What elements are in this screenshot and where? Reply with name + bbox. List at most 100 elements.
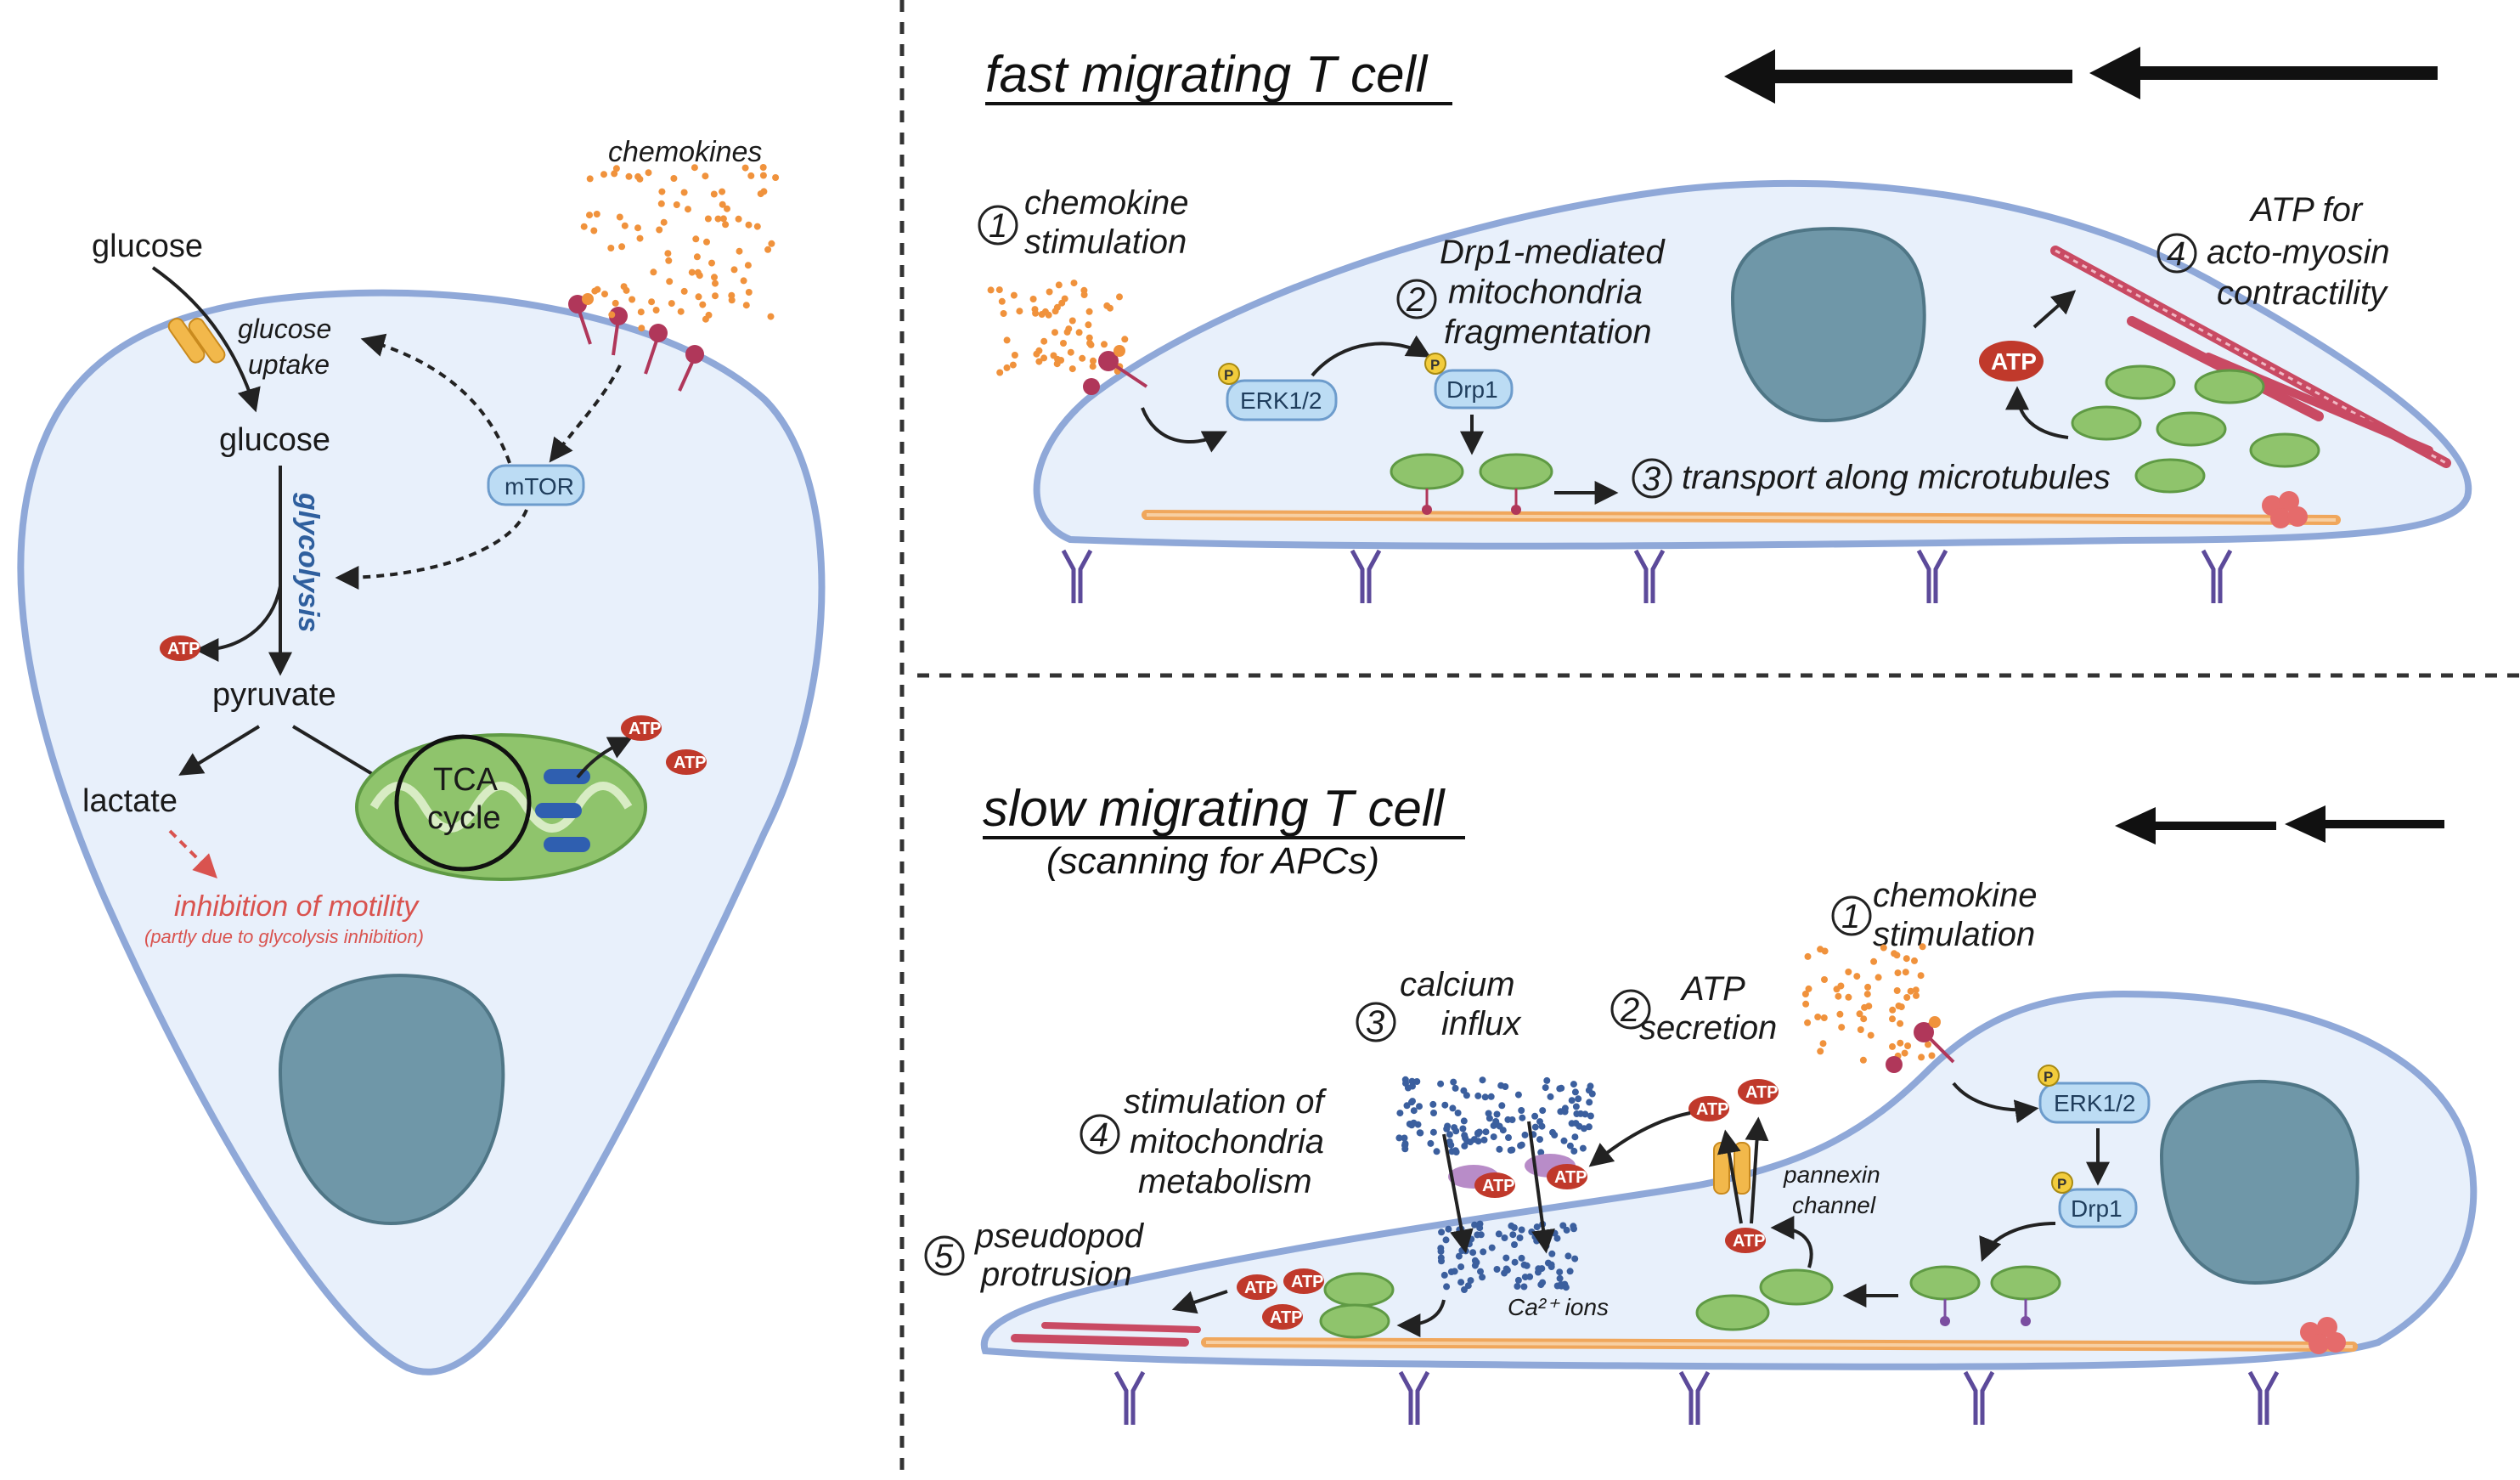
svg-text:4: 4 [1090,1116,1108,1154]
slow-nucleus [2159,1079,2359,1285]
glucose-entry-arrow [151,266,261,413]
fast-drp1-label: Drp1 [1446,376,1498,403]
pyruvate-label: pyruvate [212,677,336,713]
svg-text:2: 2 [1620,991,1639,1029]
mtor-label: mTOR [505,473,574,500]
svg-text:ATP: ATP [1696,1100,1729,1119]
slow-drp1-phospho: P [2051,1172,2073,1194]
fast-erk-to-drp1-arrow [1311,335,1431,377]
fast-mito-to-atp-arrow [2005,386,2069,439]
slow-step4-line3: metabolism [1138,1163,1312,1200]
svg-text:ATP: ATP [629,720,662,738]
fast-step2-line2: mitochondria [1448,274,1643,311]
slow-step4-line2: mitochondria [1130,1123,1324,1161]
left-mitochondrion [355,733,647,881]
glycolysis-label: glycolysis [292,492,324,632]
slow-step5-marker: 5 [924,1235,965,1276]
inhibition-label: inhibition of motility [174,890,420,923]
slow-drp1-pill [2058,1188,2138,1229]
atp-badge-left: ATP [160,635,200,661]
svg-text:2: 2 [1406,281,1425,319]
svg-text:5: 5 [934,1238,954,1275]
svg-text:3: 3 [1642,460,1660,498]
slow-step3-marker: 3 [1356,1002,1396,1042]
slow-mito-fragments-rear [1909,1265,2061,1326]
glucose-outside-label: glucose [92,229,203,264]
slow-step3-line2: influx [1441,1005,1522,1042]
slow-step3-line1: calcium [1400,966,1515,1003]
pyruvate-to-lactate-arrow [178,725,261,776]
tca-label-2: cycle [427,800,501,836]
fast-atp-to-actin-arrow [2032,290,2077,329]
slow-step2-line1: ATP [1680,970,1745,1008]
svg-text:ATP: ATP [1733,1232,1766,1251]
slow-step4-line1: stimulation of [1124,1083,1328,1121]
fast-direction-arrows [1724,47,2438,104]
fast-drp1-phospho: P [1424,353,1446,375]
atp-to-p2x-arrow [1588,1111,1691,1167]
slow-step5-line2: protrusion [980,1256,1132,1293]
fast-myosin-cluster [2262,491,2308,528]
svg-text:ATP: ATP [1991,348,2037,375]
glucose-uptake-label-1: glucose [238,314,331,344]
atp-branch-arrow [194,585,282,662]
svg-text:ATP: ATP [1482,1177,1515,1195]
slow-drp1-to-mito-arrow [1979,1222,2056,1263]
atp-badge-mito-1: ATP [621,715,662,741]
slow-actin-bundles [1011,1322,1201,1347]
slow-mito-front [1319,1272,1395,1339]
svg-text:ATP: ATP [1745,1083,1779,1102]
slow-subtitle: (scanning for APCs) [1046,840,1379,882]
fast-step2-marker: 2 [1396,279,1437,319]
svg-text:ATP: ATP [674,754,707,772]
svg-text:ATP: ATP [1270,1308,1303,1327]
mtor-to-glycolysis-arrow [335,509,528,590]
slow-drp1-label: Drp1 [2071,1195,2123,1222]
chemokine-dots-left [580,164,780,332]
slow-step2-marker: 2 [1610,989,1651,1030]
fast-erk-label: ERK1/2 [1240,387,1322,414]
calcium-influx-arrow-2 [1527,1121,1555,1254]
mito-atp-arrow [576,737,634,779]
fast-erk-phospho: P [1218,363,1240,385]
fast-step4-line3: contractility [2217,274,2389,312]
fast-step3-label: transport along microtubules [1682,459,2111,496]
fast-step4-line1: ATP for [2249,191,2364,229]
slow-atp-outside-1: ATP [1688,1096,1729,1121]
fast-receptor [1083,345,1148,395]
slow-step1-line1: chemokine [1873,877,2037,914]
receptor-to-mtor-arrow [549,364,622,463]
chemokine-dots-slow [1801,943,1936,1064]
fast-nucleus [1730,227,1926,423]
slow-atp-front: ATP ATP ATP [1237,1268,1324,1330]
mtor-pill [487,464,585,506]
chemokine-dots-fast [987,280,1129,376]
atp-secretion-arrow-2 [1745,1116,1769,1224]
atp-badge-mito-2: ATP [666,749,707,775]
fast-step4-marker: 4 [2156,233,2197,274]
svg-text:4: 4 [2167,235,2185,273]
slow-title: slow migrating T cell [983,780,1446,837]
fast-step1-line2: stimulation [1024,223,1187,261]
slow-mito-middle [1695,1268,1834,1331]
fast-step2-line3: fragmentation [1444,314,1652,351]
svg-text:ATP: ATP [1554,1168,1587,1187]
fast-step1-marker: 1 [978,205,1018,246]
fast-integrins [1061,549,2233,603]
svg-text:P: P [2044,1069,2053,1085]
fast-microtubule-core [1146,513,2337,522]
slow-step1-marker: 1 [1831,895,1872,936]
slow-integrins [1113,1370,2280,1425]
inhibition-arrow [168,829,217,878]
fast-step1-line1: chemokine [1024,184,1188,222]
svg-text:P: P [1224,367,1233,383]
glucose-inside-label: glucose [219,422,330,458]
slow-step4-marker: 4 [1080,1114,1120,1155]
svg-text:ATP: ATP [1291,1273,1324,1291]
slow-step1-line2: stimulation [1873,916,2035,953]
lactate-label: lactate [82,783,178,819]
chemokine-receptors-left [568,293,704,392]
tca-label-1: TCA [433,762,499,798]
slow-atp-to-pseudopod-arrow [1171,1290,1228,1314]
